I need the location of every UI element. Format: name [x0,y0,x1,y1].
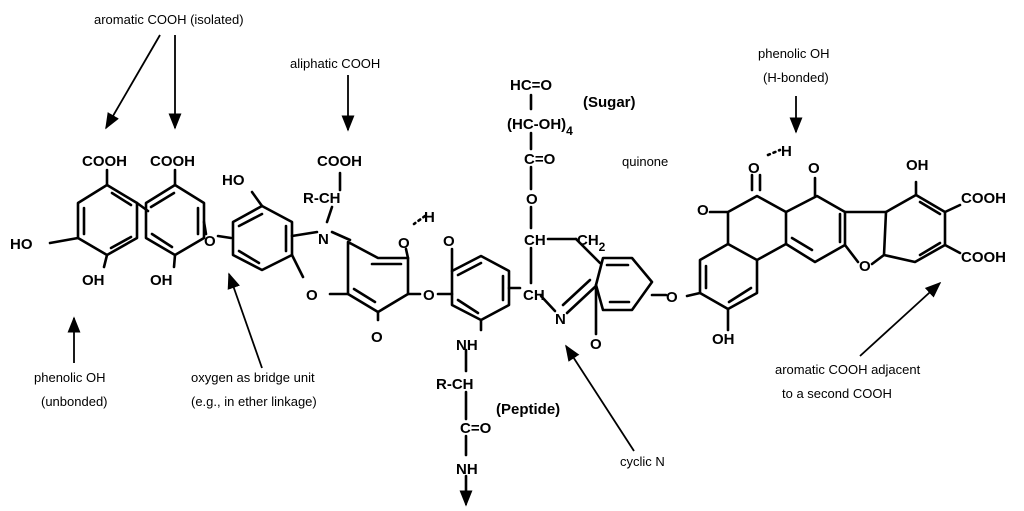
ring-a [76,183,139,257]
label-oxygen-bridge: (e.g., in ether linkage) [191,394,317,409]
atom-ho: HO [10,236,33,253]
arrow-aromatic-isolated-left [105,34,161,130]
atom-o: O [859,258,871,275]
atom-r-ch: R-CH [303,190,341,207]
label-phenolic-hbonded: (H-bonded) [763,70,829,85]
atom-h: H [781,143,792,160]
label-phenolic-unbonded: (unbonded) [41,394,108,409]
label-phenolic-unbonded: phenolic OH [34,370,106,385]
ring-b [144,183,206,257]
atom-nh: NH [456,337,478,354]
atom-o: O [306,287,318,304]
atom-o: O [526,191,538,208]
atom-o: O [398,235,410,252]
atom-c-o: C=O [460,420,492,437]
atom-r-ch: R-CH [436,376,474,393]
annotation-arrows [67,34,942,507]
atom-nh: NH [456,461,478,478]
atom-ch: CH [524,232,546,249]
label-cyclic-n: cyclic N [620,454,665,469]
atom-n: N [318,231,329,248]
atom-ch2: CH2 [577,232,606,254]
label-aliphatic-cooh: aliphatic COOH [290,56,380,71]
atom-c-o: C=O [524,151,556,168]
atom-oh: OH [150,272,173,289]
label-quinone: quinone [622,154,668,169]
atom-o: O [666,289,678,306]
atom-labels: COOH COOH HO OH OH O HO COOH R-CH N O O … [10,77,1006,478]
atom-oh: OH [82,272,105,289]
atom-o: O [423,287,435,304]
atom-oh: OH [906,157,929,174]
atom-o: O [697,202,709,219]
atom-ho: HO [222,172,245,189]
label-sugar: (Sugar) [583,94,636,111]
atom-h: H [424,209,435,226]
ring-i [784,176,847,264]
atom-o: O [443,233,455,250]
atom-hc-o: HC=O [510,77,552,94]
label-peptide: (Peptide) [496,401,560,418]
arrow-cyclic-n [565,344,635,452]
label-oxygen-bridge: oxygen as bridge unit [191,370,315,385]
atom-o: O [590,336,602,353]
bond-skeleton [48,93,962,502]
ring-f [594,256,654,312]
arrow-oxygen-bridge [227,272,263,369]
ring-c [231,204,294,272]
arrow-adjacent-cooh [859,281,942,357]
atom-o: O [808,160,820,177]
label-phenolic-hbonded: phenolic OH [758,46,830,61]
ring-d [346,240,410,314]
atom-cooh: COOH [961,249,1006,266]
furan-ring [843,210,888,266]
atom-cooh: COOH [82,153,127,170]
atom-o: O [204,233,216,250]
atom-cooh: COOH [150,153,195,170]
ring-e [450,254,511,322]
atom-cooh: COOH [317,153,362,170]
atom-o: O [748,160,760,177]
label-aromatic-cooh-adjacent: to a second COOH [782,386,892,401]
atom-n: N [555,311,566,328]
atom-ch: CH [523,287,545,304]
atom-o: O [371,329,383,346]
annotation-labels: aromatic COOH (isolated) aliphatic COOH … [34,12,921,469]
label-aromatic-cooh-isolated: aromatic COOH (isolated) [94,12,244,27]
ring-g [698,242,759,311]
ring-h [708,173,788,262]
label-aromatic-cooh-adjacent: aromatic COOH adjacent [775,362,921,377]
atom-cooh: COOH [961,190,1006,207]
atom-hcoh: (HC-OH)4 [507,116,573,138]
ring-j [882,193,947,264]
atom-oh: OH [712,331,735,348]
